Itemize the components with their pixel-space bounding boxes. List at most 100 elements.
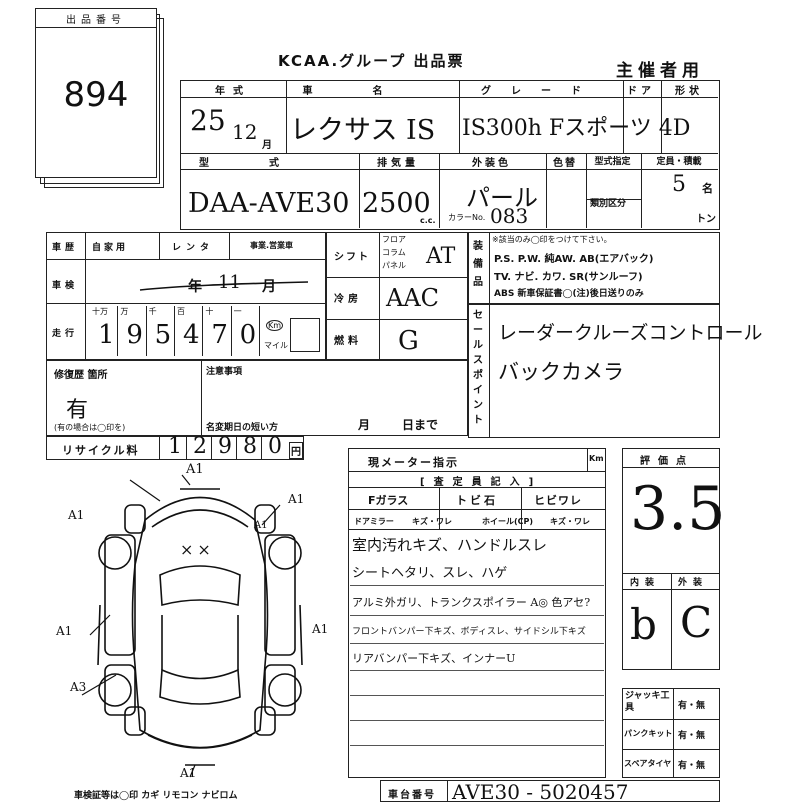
mark-cross: ×× xyxy=(180,540,215,559)
recycle-row xyxy=(46,436,304,460)
selling-line2: バックカメラ xyxy=(498,360,624,384)
car-diagram xyxy=(81,474,303,778)
interior-score: b xyxy=(630,600,657,649)
score-value: 3.5 xyxy=(630,474,726,544)
jack-row-label: ジャッキ工具 xyxy=(625,691,670,713)
meter-km: Km xyxy=(589,454,604,463)
col-year: 年式 xyxy=(215,86,251,97)
history-label: 車歴 xyxy=(52,243,79,253)
vehicle-displacement: 2500 xyxy=(362,188,431,219)
shift-value: AT xyxy=(426,244,456,269)
note-rule xyxy=(350,585,604,586)
month-unit: 月 xyxy=(262,140,272,151)
recycle-cell: 0 xyxy=(268,434,282,459)
mark-a1-front-right: A1 xyxy=(254,520,268,531)
shaken-strike xyxy=(139,281,309,291)
shaken-label: 車検 xyxy=(52,281,79,291)
repair-note: (有の場合は◯印を) xyxy=(54,423,126,432)
footer-note: 車検証等は◯印 カギ リモコン ナビロム xyxy=(74,791,238,801)
year-era: 25 xyxy=(190,104,226,137)
shift-label: シフト xyxy=(334,252,370,263)
mark-a1-left: A1 xyxy=(56,624,73,638)
seats-unit: 名 xyxy=(702,182,713,195)
inspector-note-4: フロントバンパー下キズ、ボディスレ、サイドシル下キズ xyxy=(352,627,586,637)
jack-row-value: 有・無 xyxy=(678,701,706,711)
recycle-unit: 円 xyxy=(289,442,303,459)
col-color-change: 色替 xyxy=(553,158,577,169)
repair-value: 有 xyxy=(66,398,89,423)
score-label: 評価点 xyxy=(640,456,694,467)
organizer-label: 主催者用 xyxy=(616,61,704,81)
recycle-cell: 2 xyxy=(187,434,212,460)
repair-label: 修復歴 箇所 xyxy=(54,370,108,381)
col-capacity: 定員・積載 xyxy=(656,157,702,167)
note-rule xyxy=(350,615,604,616)
equipment-label: 装備品 xyxy=(473,241,483,288)
history-business: 事業.営業車 xyxy=(250,241,294,250)
mirror-scratch: キズ・ワレ xyxy=(412,517,452,526)
shaken-month: 11 xyxy=(218,272,241,293)
chassis-label: 車台番号 xyxy=(388,790,436,801)
col-type: 型式 xyxy=(199,158,339,169)
mark-a1-top: A1 xyxy=(186,462,204,477)
repair-block xyxy=(46,360,468,436)
vehicle-model: DAA-AVE30 xyxy=(188,188,350,219)
spare-row-value: 有・無 xyxy=(678,761,706,771)
wheel-label: ホイール(CP) xyxy=(482,517,534,526)
deadline-day: 日まで xyxy=(402,418,439,432)
note-rule xyxy=(350,643,604,644)
equipment-row3: ABS 新車保証書◯(注)後日送りのみ xyxy=(494,289,644,299)
history-private: 自家用 xyxy=(92,243,129,253)
lot-number: 894 xyxy=(63,75,129,115)
ac-value: AAC xyxy=(386,284,440,312)
vehicle-name: レクサス IS xyxy=(290,115,436,146)
deadline-label: 名変期日の短い方 xyxy=(206,423,279,433)
note-rule xyxy=(350,745,604,746)
note-rule xyxy=(350,695,604,696)
recycle-label: リサイクル料 xyxy=(62,444,140,457)
inspector-note-5: リアバンパー下キズ、インナーU xyxy=(352,652,516,665)
notes-label: 注意事項 xyxy=(206,367,243,377)
crack-label: ヒビワレ xyxy=(534,494,582,507)
history-block xyxy=(46,232,326,360)
punk-row-value: 有・無 xyxy=(678,731,706,741)
shift-opt-floor: フロア xyxy=(382,235,406,244)
col-door: ドア xyxy=(627,86,655,97)
inspector-note-1: 室内汚れキズ、ハンドルスレ xyxy=(352,536,548,554)
recycle-cell: 9 xyxy=(212,434,237,460)
lot-label: 出品番号 xyxy=(66,15,126,26)
col-color: 外装色 xyxy=(472,158,511,169)
seats: 5 xyxy=(672,172,686,197)
selling-label: セールスポイント xyxy=(473,310,483,426)
vehicle-grade: IS300h Fスポーツ 4D xyxy=(462,116,691,141)
selling-line1: レーダークルーズコントロール xyxy=(498,322,763,344)
equipment-row2: TV. ナビ. カワ. SR(サンルーフ) xyxy=(494,272,643,283)
mile-box xyxy=(290,318,320,352)
recycle-digits: 1 2 9 8 0 xyxy=(162,434,286,460)
year-month: 12 xyxy=(232,120,258,144)
shaken-year: 年 xyxy=(188,279,202,295)
mileage-label: 走行 xyxy=(52,329,79,339)
col-name: 車名 xyxy=(302,86,443,97)
mark-a1-topright: A1 xyxy=(288,492,305,506)
chassis-value: AVE30 - 5020457 xyxy=(452,780,629,804)
inspector-label: [査定員記入] xyxy=(420,477,543,488)
meter-label: 現メーター指示 xyxy=(368,456,459,469)
ac-label: 冷房 xyxy=(334,294,362,305)
glass-label: Fガラス xyxy=(368,494,409,507)
col-category: 類別区分 xyxy=(590,199,627,209)
jack-table xyxy=(622,688,720,778)
inspector-block xyxy=(348,448,606,778)
equipment-block xyxy=(468,232,720,304)
cc-unit: c.c. xyxy=(420,216,436,225)
fuel-label: 燃料 xyxy=(334,336,362,347)
exterior-label: 外装 xyxy=(678,578,709,588)
deadline-month: 月 xyxy=(358,418,371,432)
col-displacement: 排気量 xyxy=(377,158,419,169)
